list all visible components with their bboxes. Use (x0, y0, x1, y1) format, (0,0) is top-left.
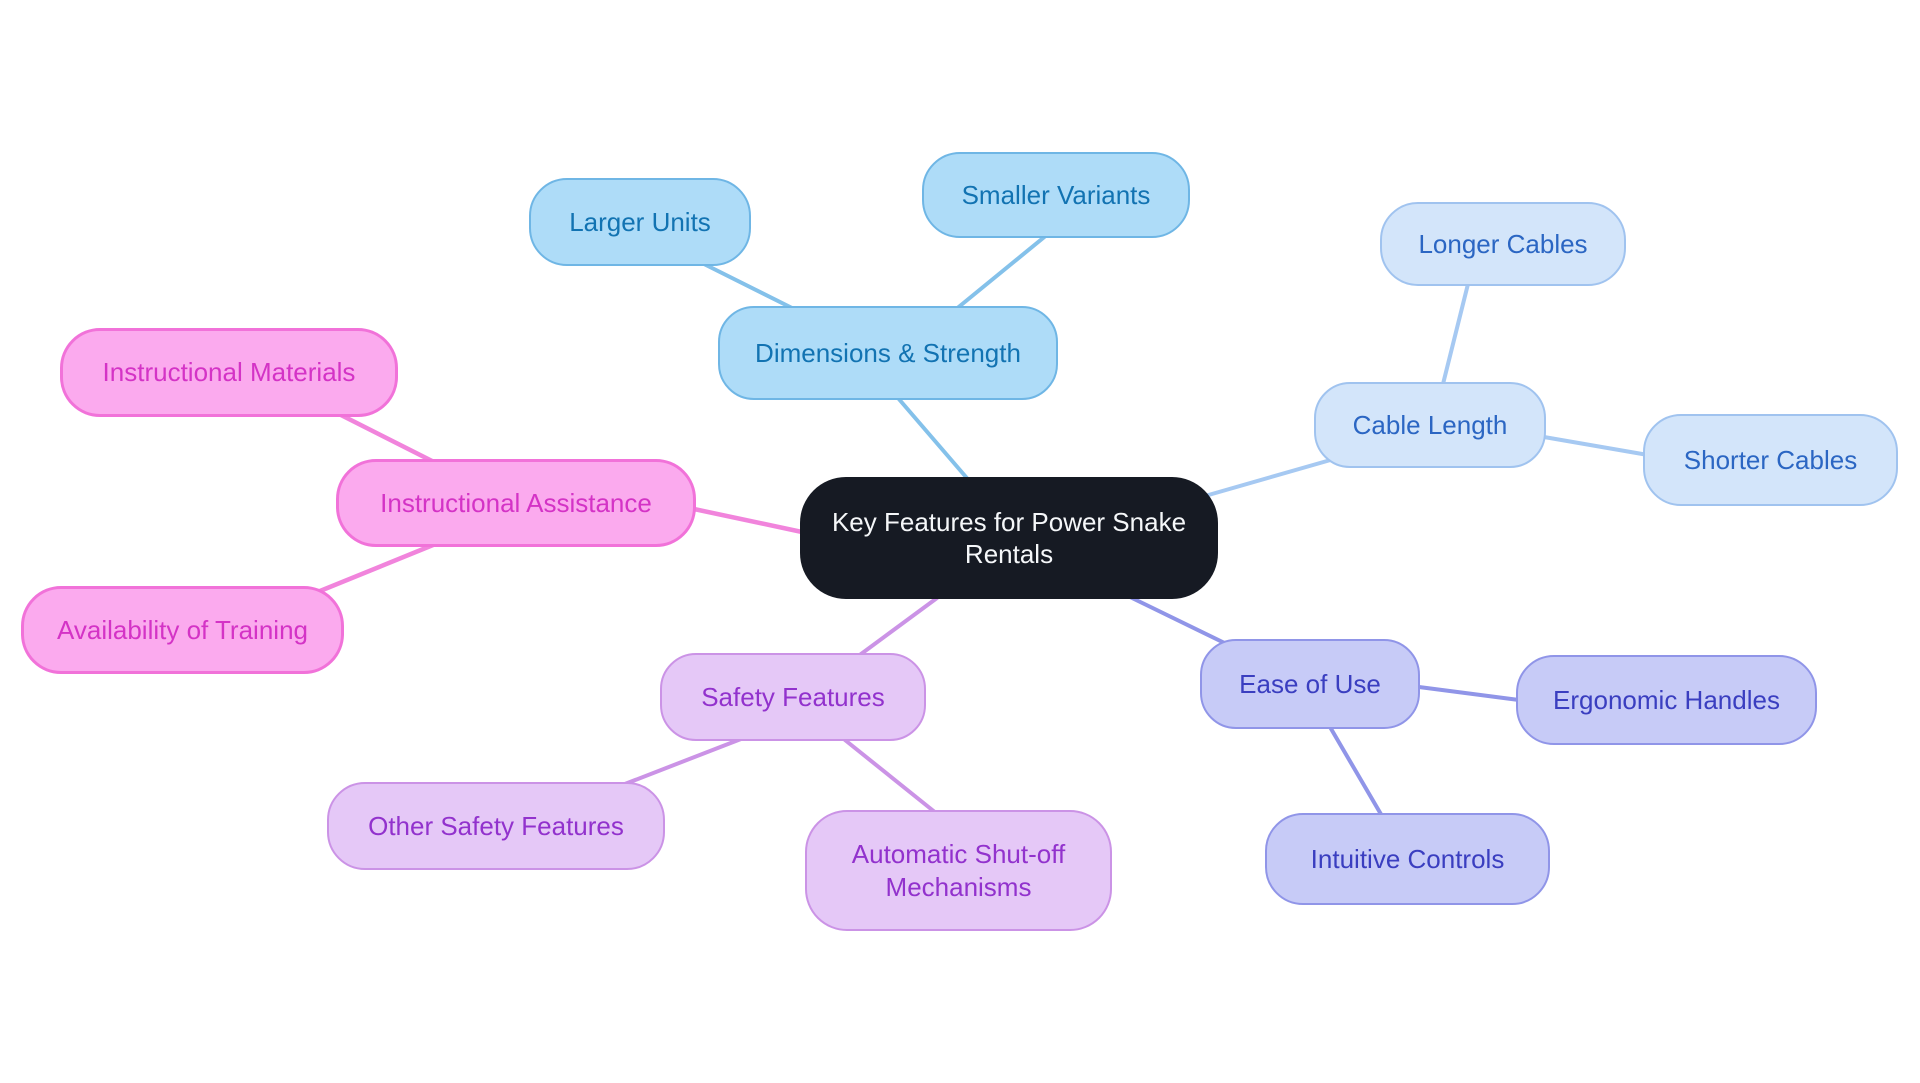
edge-smaller-variants-dimensions (953, 232, 1050, 312)
node-instructional-assistance[interactable]: Instructional Assistance (336, 459, 696, 547)
edge-central-cable-length (1203, 457, 1336, 498)
edge-dimensions-central (896, 396, 974, 486)
node-smaller-variants[interactable]: Smaller Variants (922, 152, 1190, 238)
edge-central-instructional (691, 506, 805, 535)
edge-ease-intuitive-controls (1328, 725, 1384, 818)
node-label: Cable Length (1352, 409, 1508, 440)
node-cable-length[interactable]: Cable Length (1314, 382, 1546, 468)
node-label: Dimensions & Strength (755, 337, 1021, 368)
node-label: Availability of Training (57, 614, 308, 645)
edge-central-safety-features (855, 596, 939, 659)
node-label: Shorter Cables (1683, 444, 1858, 475)
node-instructional-materials[interactable]: Instructional Materials (60, 328, 398, 417)
edge-materials-instructional (334, 410, 439, 466)
node-ergonomic-handles[interactable]: Ergonomic Handles (1516, 655, 1817, 745)
node-availability-of-training[interactable]: Availability of Training (21, 586, 344, 674)
node-label: Longer Cables (1418, 228, 1588, 259)
node-label: Intuitive Controls (1310, 843, 1505, 874)
node-label: Automatic Shut-off Mechanisms (851, 839, 1066, 902)
node-label: Other Safety Features (368, 810, 624, 841)
node-larger-units[interactable]: Larger Units (529, 178, 751, 266)
node-ease-of-use[interactable]: Ease of Use (1200, 639, 1420, 729)
node-label: Larger Units (569, 206, 711, 237)
node-safety-features[interactable]: Safety Features (660, 653, 926, 741)
node-other-safety-features[interactable]: Other Safety Features (327, 782, 665, 870)
edge-longer-cables-cable-length (1441, 282, 1470, 386)
edge-safety-automatic-shutoff (843, 738, 938, 815)
edge-safety-other-features (610, 737, 743, 791)
node-label: Ease of Use (1239, 668, 1381, 699)
node-shorter-cables[interactable]: Shorter Cables (1643, 414, 1898, 506)
edge-instructional-training (317, 542, 436, 594)
node-label: Smaller Variants (961, 179, 1151, 210)
node-label: Key Features for Power Snake Rentals (831, 506, 1187, 570)
node-automatic-shutoff-mechanisms[interactable]: Automatic Shut-off Mechanisms (805, 810, 1112, 931)
node-label: Instructional Materials (102, 357, 356, 388)
node-label: Ergonomic Handles (1553, 684, 1780, 715)
node-dimensions-strength[interactable]: Dimensions & Strength (718, 306, 1058, 400)
node-longer-cables[interactable]: Longer Cables (1380, 202, 1626, 286)
node-label: Instructional Assistance (380, 487, 652, 518)
edge-cable-length-shorter-cables (1542, 435, 1650, 457)
edge-ease-ergonomic-handles (1417, 685, 1521, 702)
edge-larger-units-dimensions (698, 260, 802, 314)
node-central[interactable]: Key Features for Power Snake Rentals (800, 477, 1218, 599)
node-intuitive-controls[interactable]: Intuitive Controls (1265, 813, 1550, 905)
node-label: Safety Features (701, 681, 885, 712)
